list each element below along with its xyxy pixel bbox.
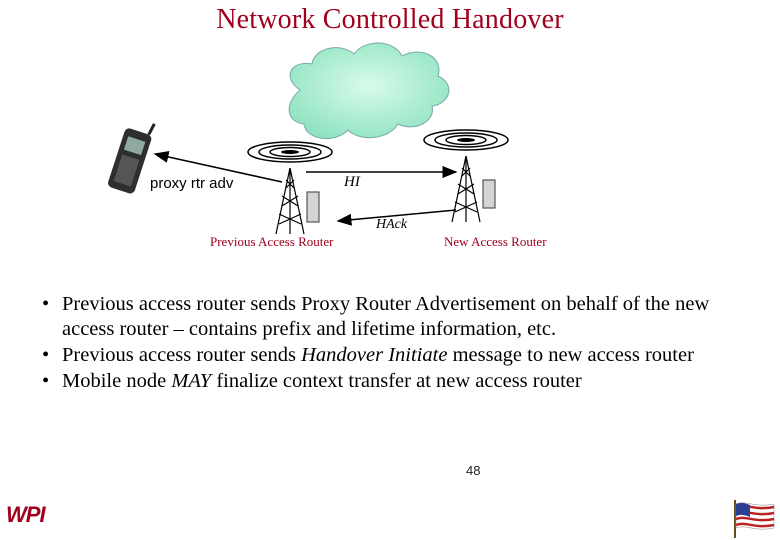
hi-label: HI <box>343 174 361 190</box>
bullet-text: Previous access router sends Proxy Route… <box>62 293 710 340</box>
bullet-text: Previous access router sends <box>62 344 302 366</box>
bullet-dot: • <box>42 344 50 366</box>
internet-cloud <box>288 42 450 140</box>
bullet-item: • Previous access router sends Proxy Rou… <box>38 292 738 342</box>
hack-label: HAck <box>375 217 408 232</box>
bullet-dot: • <box>42 370 50 392</box>
bullet-emphasis: Handover Initiate <box>301 344 448 366</box>
network-diagram: proxy rtr adv HI HAck Previous Access Ro… <box>108 42 547 249</box>
previous-router-label: Previous Access Router <box>210 234 334 249</box>
slide-title: Network Controlled Handover <box>216 4 564 35</box>
proxy-rtr-adv-arrow <box>153 151 283 183</box>
us-flag-icon <box>734 500 775 538</box>
new-router-tower-icon <box>451 155 496 223</box>
bullet-text: Mobile node <box>62 370 172 392</box>
hack-arrow <box>336 209 457 226</box>
proxy-rtr-adv-label: proxy rtr adv <box>150 175 234 192</box>
bullet-text: message to new access router <box>447 344 694 366</box>
page-number: 48 <box>466 463 481 478</box>
bullet-item: • Previous access router sends Handover … <box>38 343 738 368</box>
previous-router-signal-icon <box>247 141 333 163</box>
bullet-item: • Mobile node MAY finalize context trans… <box>38 369 738 394</box>
bullet-dot: • <box>42 293 50 315</box>
previous-router-tower-icon <box>275 167 320 235</box>
new-router-signal-icon <box>423 129 509 151</box>
bullet-text: finalize context transfer at new access … <box>211 370 582 392</box>
bullet-emphasis: MAY <box>171 370 212 392</box>
new-router-label: New Access Router <box>444 234 547 249</box>
bullet-list: • Previous access router sends Proxy Rou… <box>38 292 738 395</box>
wpi-logo: WPI <box>6 502 46 527</box>
mobile-phone-icon <box>108 123 156 194</box>
